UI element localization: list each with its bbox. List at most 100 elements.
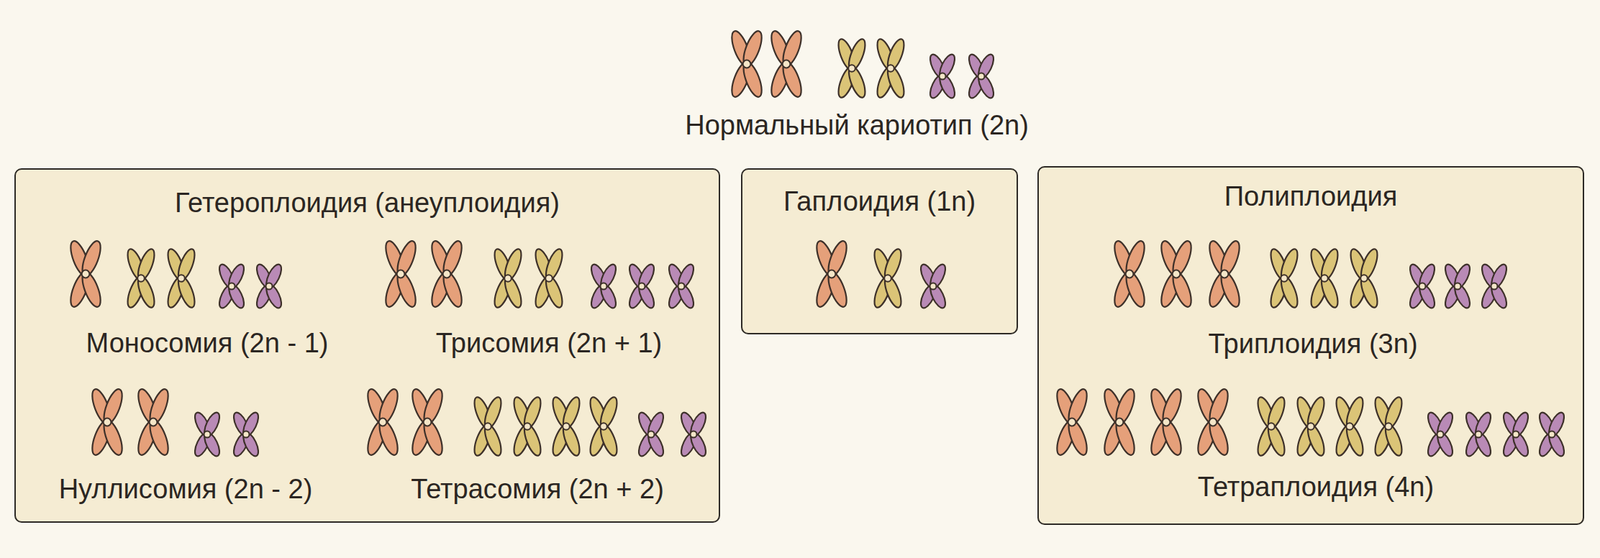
centromere bbox=[884, 274, 892, 283]
chromatid-arm bbox=[1546, 410, 1567, 439]
chromosome bbox=[471, 395, 505, 459]
centromere bbox=[1320, 274, 1329, 283]
chromatid-arm bbox=[1488, 262, 1510, 291]
centromere bbox=[1162, 418, 1171, 427]
centromere bbox=[562, 423, 570, 431]
centromere bbox=[266, 283, 273, 290]
chromosome bbox=[491, 247, 525, 311]
group-box: Гаплоидия (1n) bbox=[741, 168, 1018, 335]
chromosome bbox=[1053, 387, 1091, 458]
centromere bbox=[1384, 423, 1393, 431]
chromosome bbox=[510, 395, 544, 459]
karyotype-label: Нуллисомия (2n - 2) bbox=[58, 474, 313, 506]
chromosome bbox=[588, 262, 619, 311]
chromatid-arm bbox=[1277, 247, 1301, 283]
chromosome bbox=[134, 387, 172, 458]
chromosome bbox=[1371, 395, 1406, 459]
chromatid-arm bbox=[1510, 410, 1531, 439]
chromatid-arm bbox=[1357, 247, 1381, 283]
chromatid-arm bbox=[439, 238, 465, 279]
chromatid-arm bbox=[1169, 269, 1195, 310]
chromatid-arm bbox=[1217, 269, 1243, 310]
centromere bbox=[930, 283, 937, 290]
chromosome-set bbox=[382, 238, 697, 311]
chromosome bbox=[626, 262, 657, 311]
chromosome bbox=[66, 238, 105, 310]
chromosome bbox=[408, 387, 447, 458]
chromosome bbox=[835, 37, 869, 100]
chromatid-arm bbox=[542, 274, 566, 310]
chromosome bbox=[1194, 387, 1232, 458]
chromatid-arm bbox=[1205, 417, 1231, 458]
chromosome bbox=[767, 28, 806, 100]
chromatid-arm bbox=[884, 64, 908, 100]
chromosome bbox=[1100, 387, 1139, 458]
chromatid-arm bbox=[240, 410, 262, 439]
chromatid-arm bbox=[263, 262, 285, 291]
centromere bbox=[1454, 283, 1462, 290]
chromatid-arm bbox=[881, 274, 905, 310]
box-heading: Полиплоидия bbox=[1038, 181, 1583, 213]
chromatid-arm bbox=[1277, 274, 1301, 310]
chromosome bbox=[549, 395, 583, 459]
centromere bbox=[743, 60, 752, 69]
chromatid-arm bbox=[520, 422, 544, 458]
centromere bbox=[600, 423, 608, 431]
chromosome-set bbox=[728, 28, 997, 100]
chromatid-arm bbox=[936, 52, 958, 81]
chromatid-arm bbox=[1264, 422, 1288, 458]
chromosome-layer bbox=[66, 28, 1567, 459]
chromosome bbox=[1307, 247, 1342, 311]
chromosome bbox=[230, 410, 262, 459]
chromosome bbox=[1407, 262, 1438, 311]
chromatid-arm bbox=[1158, 417, 1185, 458]
chromatid-arm bbox=[675, 262, 697, 291]
chromosome bbox=[917, 262, 949, 311]
chromatid-arm bbox=[1451, 262, 1473, 291]
centromere bbox=[828, 270, 836, 279]
centromere bbox=[82, 270, 90, 279]
centromere bbox=[379, 418, 388, 427]
chromatid-arm bbox=[1112, 417, 1138, 458]
chromatid-arm bbox=[481, 395, 505, 431]
centromere bbox=[848, 64, 856, 72]
chromatid-arm bbox=[201, 410, 223, 439]
chromatid-arm bbox=[559, 422, 583, 458]
chromatid-arm bbox=[597, 395, 621, 431]
chromatid-arm bbox=[542, 247, 566, 283]
chromosome bbox=[1333, 395, 1367, 459]
karyotype-label: Триплоидия (3n) bbox=[1207, 328, 1418, 361]
chromosome bbox=[164, 247, 198, 311]
chromatid-arm bbox=[597, 422, 621, 458]
chromatid-arm bbox=[439, 269, 465, 310]
chromatid-arm bbox=[134, 247, 158, 283]
chromosome bbox=[1110, 238, 1149, 310]
chromatid-arm bbox=[645, 410, 667, 439]
centromere bbox=[1267, 423, 1275, 431]
chromosome bbox=[428, 238, 466, 310]
chromatid-arm bbox=[100, 387, 126, 427]
centromere bbox=[782, 60, 791, 69]
chromatid-arm bbox=[1382, 422, 1406, 458]
chromatid-arm bbox=[1304, 422, 1328, 458]
chromatid-arm bbox=[1112, 387, 1138, 427]
chromatid-arm bbox=[1472, 410, 1494, 439]
chromatid-arm bbox=[420, 417, 446, 458]
centromere bbox=[1068, 418, 1077, 427]
box-heading: Гаплоидия (1n) bbox=[742, 186, 1017, 218]
chromatid-arm bbox=[739, 28, 765, 69]
box-fill bbox=[741, 168, 1018, 335]
centromere bbox=[1475, 431, 1483, 439]
chromosome bbox=[1294, 395, 1328, 459]
chromatid-arm bbox=[881, 247, 905, 283]
chromatid-arm bbox=[687, 410, 709, 439]
centromere bbox=[103, 418, 112, 427]
chromatid-arm bbox=[739, 59, 765, 100]
chromosome bbox=[587, 395, 621, 459]
chromatid-arm bbox=[845, 64, 869, 100]
chromatid-arm bbox=[635, 262, 657, 291]
centromere bbox=[939, 73, 947, 80]
chromatid-arm bbox=[78, 269, 104, 310]
chromosome-set bbox=[66, 238, 285, 311]
